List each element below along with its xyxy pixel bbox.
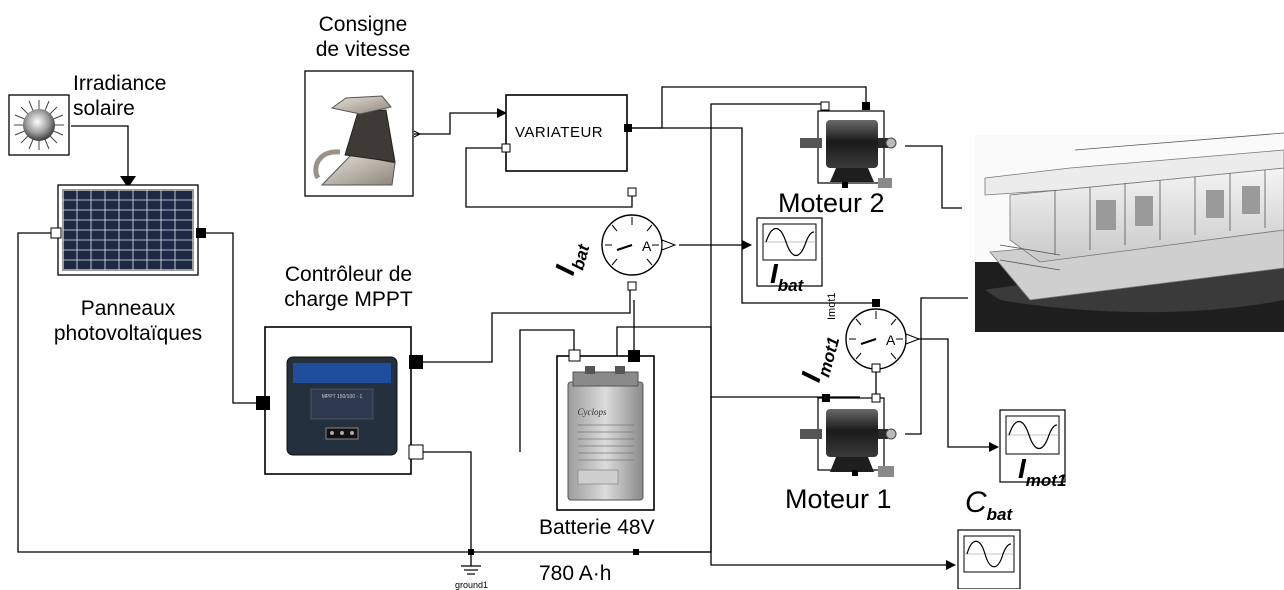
motor-1-icon [800, 409, 897, 477]
consigne-block[interactable] [304, 70, 422, 197]
ground-icon [461, 549, 639, 575]
wire-consigne-variateur [414, 108, 507, 135]
wire-imot1-scope [912, 338, 999, 452]
mppt-controller[interactable]: MPPT 150/100 - 1 [256, 326, 424, 475]
wire-battery-neg [519, 329, 575, 452]
cbat-label: Cbat [965, 486, 1012, 524]
battery-block[interactable]: Cyclops [556, 349, 655, 511]
scope-imot1-sub: mot1 [1025, 471, 1067, 490]
ammeter-imot1-letter: A [886, 332, 896, 348]
scope-ibat[interactable] [756, 217, 823, 287]
battery-brand-text: Cyclops [578, 407, 607, 417]
wire-mppt-ground [416, 451, 472, 552]
wire-panel-mppt [202, 232, 258, 404]
motor-1[interactable] [800, 393, 897, 477]
variateur-in-terminal[interactable] [501, 143, 511, 153]
mppt-model-text: MPPT 150/100 - 1 [322, 394, 363, 400]
cbat-sub: bat [986, 505, 1013, 524]
scope-cbat[interactable] [957, 529, 1021, 589]
variateur-out-terminal[interactable] [624, 124, 632, 132]
mppt-bat-pos-terminal[interactable] [409, 355, 423, 369]
mppt-pv-terminal[interactable] [256, 396, 270, 410]
scope-ibat-label: Ibat [770, 258, 803, 295]
battery-pos-terminal[interactable] [628, 350, 640, 362]
wire-motor1-boat [905, 297, 968, 435]
moteur2-label: Moteur 2 [778, 188, 885, 218]
motor-2-icon [800, 120, 897, 188]
moteur1-label: Moteur 1 [785, 484, 892, 514]
wire-ammeter-variateur [465, 147, 633, 208]
cbat-main: C [965, 486, 987, 519]
ammeter-ibat[interactable]: A [601, 187, 677, 291]
scope-imot1-main: I [1018, 453, 1026, 484]
wire-mppt-battery-pos [416, 286, 631, 363]
irradiance-label: Irradiance solaire [73, 71, 166, 121]
wire-irradiance-panel [71, 125, 129, 182]
motor-2[interactable] [800, 101, 897, 188]
mppt-bat-neg-terminal[interactable] [408, 444, 424, 460]
imot1-small-label: Imot1 [826, 292, 838, 320]
throttle-lever-icon [313, 95, 396, 186]
ammeter-ibat-letter: A [642, 238, 652, 254]
scope-imot1-label: Imot1 [1018, 453, 1066, 490]
ground-label: ground1 [455, 580, 489, 590]
sun-icon [14, 100, 64, 150]
mppt-device-icon: MPPT 150/100 - 1 [286, 356, 398, 456]
consigne-text: Consigne de vitesse [315, 13, 411, 61]
variateur-label: VARIATEUR [515, 124, 604, 141]
controleur-label: Contrôleur de charge MPPT [256, 262, 441, 312]
scope-ibat-main: I [770, 258, 778, 289]
houseboat-image [975, 132, 1284, 332]
wire-cbat-scope [710, 397, 956, 570]
scope-imot1[interactable] [999, 409, 1066, 483]
batterie-label: Batterie 48V [539, 516, 655, 539]
wire-motor2-boat [905, 145, 962, 209]
capacite-label: 780 A·h [539, 562, 612, 585]
panneaux-label: Panneaux photovoltaïques [28, 296, 228, 346]
battery-neg-terminal[interactable] [568, 349, 581, 362]
consigne-label: Consigne de vitesse [300, 12, 426, 62]
panel-terminal-neg[interactable] [50, 227, 62, 239]
irradiance-block[interactable] [8, 94, 136, 188]
scope-ibat-sub: bat [777, 276, 804, 295]
controleur-text: Contrôleur de charge MPPT [284, 263, 413, 311]
ammeter-imot1[interactable]: A [845, 299, 921, 373]
variateur-block[interactable] [501, 94, 632, 172]
solar-panel[interactable] [50, 184, 206, 276]
irradiance-text: Irradiance solaire [73, 72, 167, 120]
battery-icon: Cyclops [567, 366, 644, 501]
panneaux-text: Panneaux photovoltaïques [53, 297, 203, 345]
panel-terminal-pos[interactable] [196, 228, 206, 238]
wire-variateur-imot [628, 127, 876, 304]
